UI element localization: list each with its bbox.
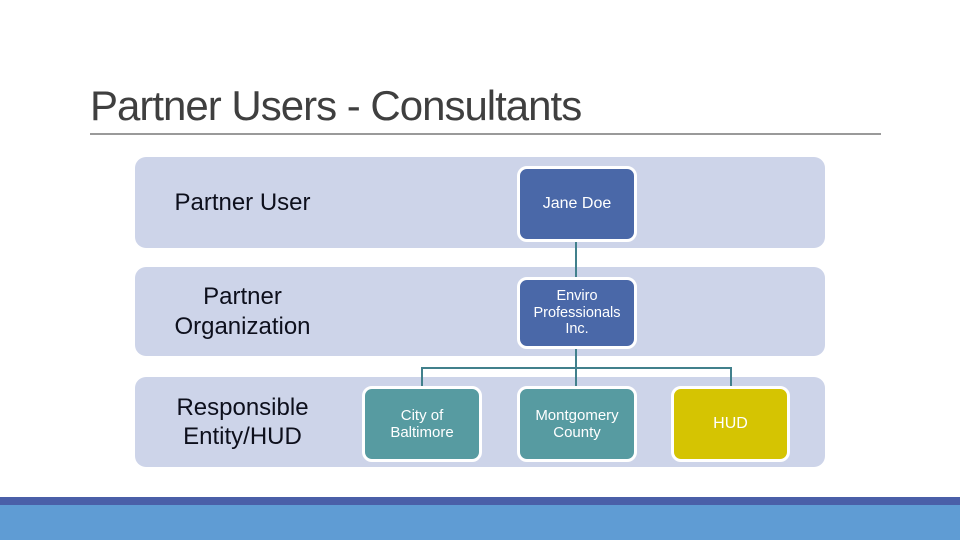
connector-jane-to-enviro bbox=[575, 241, 577, 278]
connector-drop-montgomery bbox=[575, 367, 577, 387]
title-underline bbox=[90, 133, 881, 135]
node-hud: HUD bbox=[671, 386, 790, 462]
row-label-partner-organization: Partner Organization bbox=[174, 283, 311, 340]
connector-enviro-stem bbox=[575, 349, 577, 368]
footer-accent-strip bbox=[0, 497, 960, 505]
row-label-responsible-entity: Responsible Entity/HUD bbox=[176, 393, 309, 450]
footer-bar bbox=[0, 505, 960, 540]
row-label-partner-user: Partner User bbox=[174, 188, 311, 216]
node-montgomery-county: Montgomery County bbox=[517, 386, 637, 462]
row-band-partner-organization bbox=[135, 267, 825, 356]
row-band-partner-user bbox=[135, 157, 825, 248]
node-enviro-professionals: Enviro Professionals Inc. bbox=[517, 277, 637, 349]
node-city-of-baltimore: City of Baltimore bbox=[362, 386, 482, 462]
node-jane-doe: Jane Doe bbox=[517, 166, 637, 242]
connector-drop-hud bbox=[730, 367, 732, 387]
connector-drop-baltimore bbox=[421, 367, 423, 387]
slide-title: Partner Users - Consultants bbox=[90, 82, 582, 129]
